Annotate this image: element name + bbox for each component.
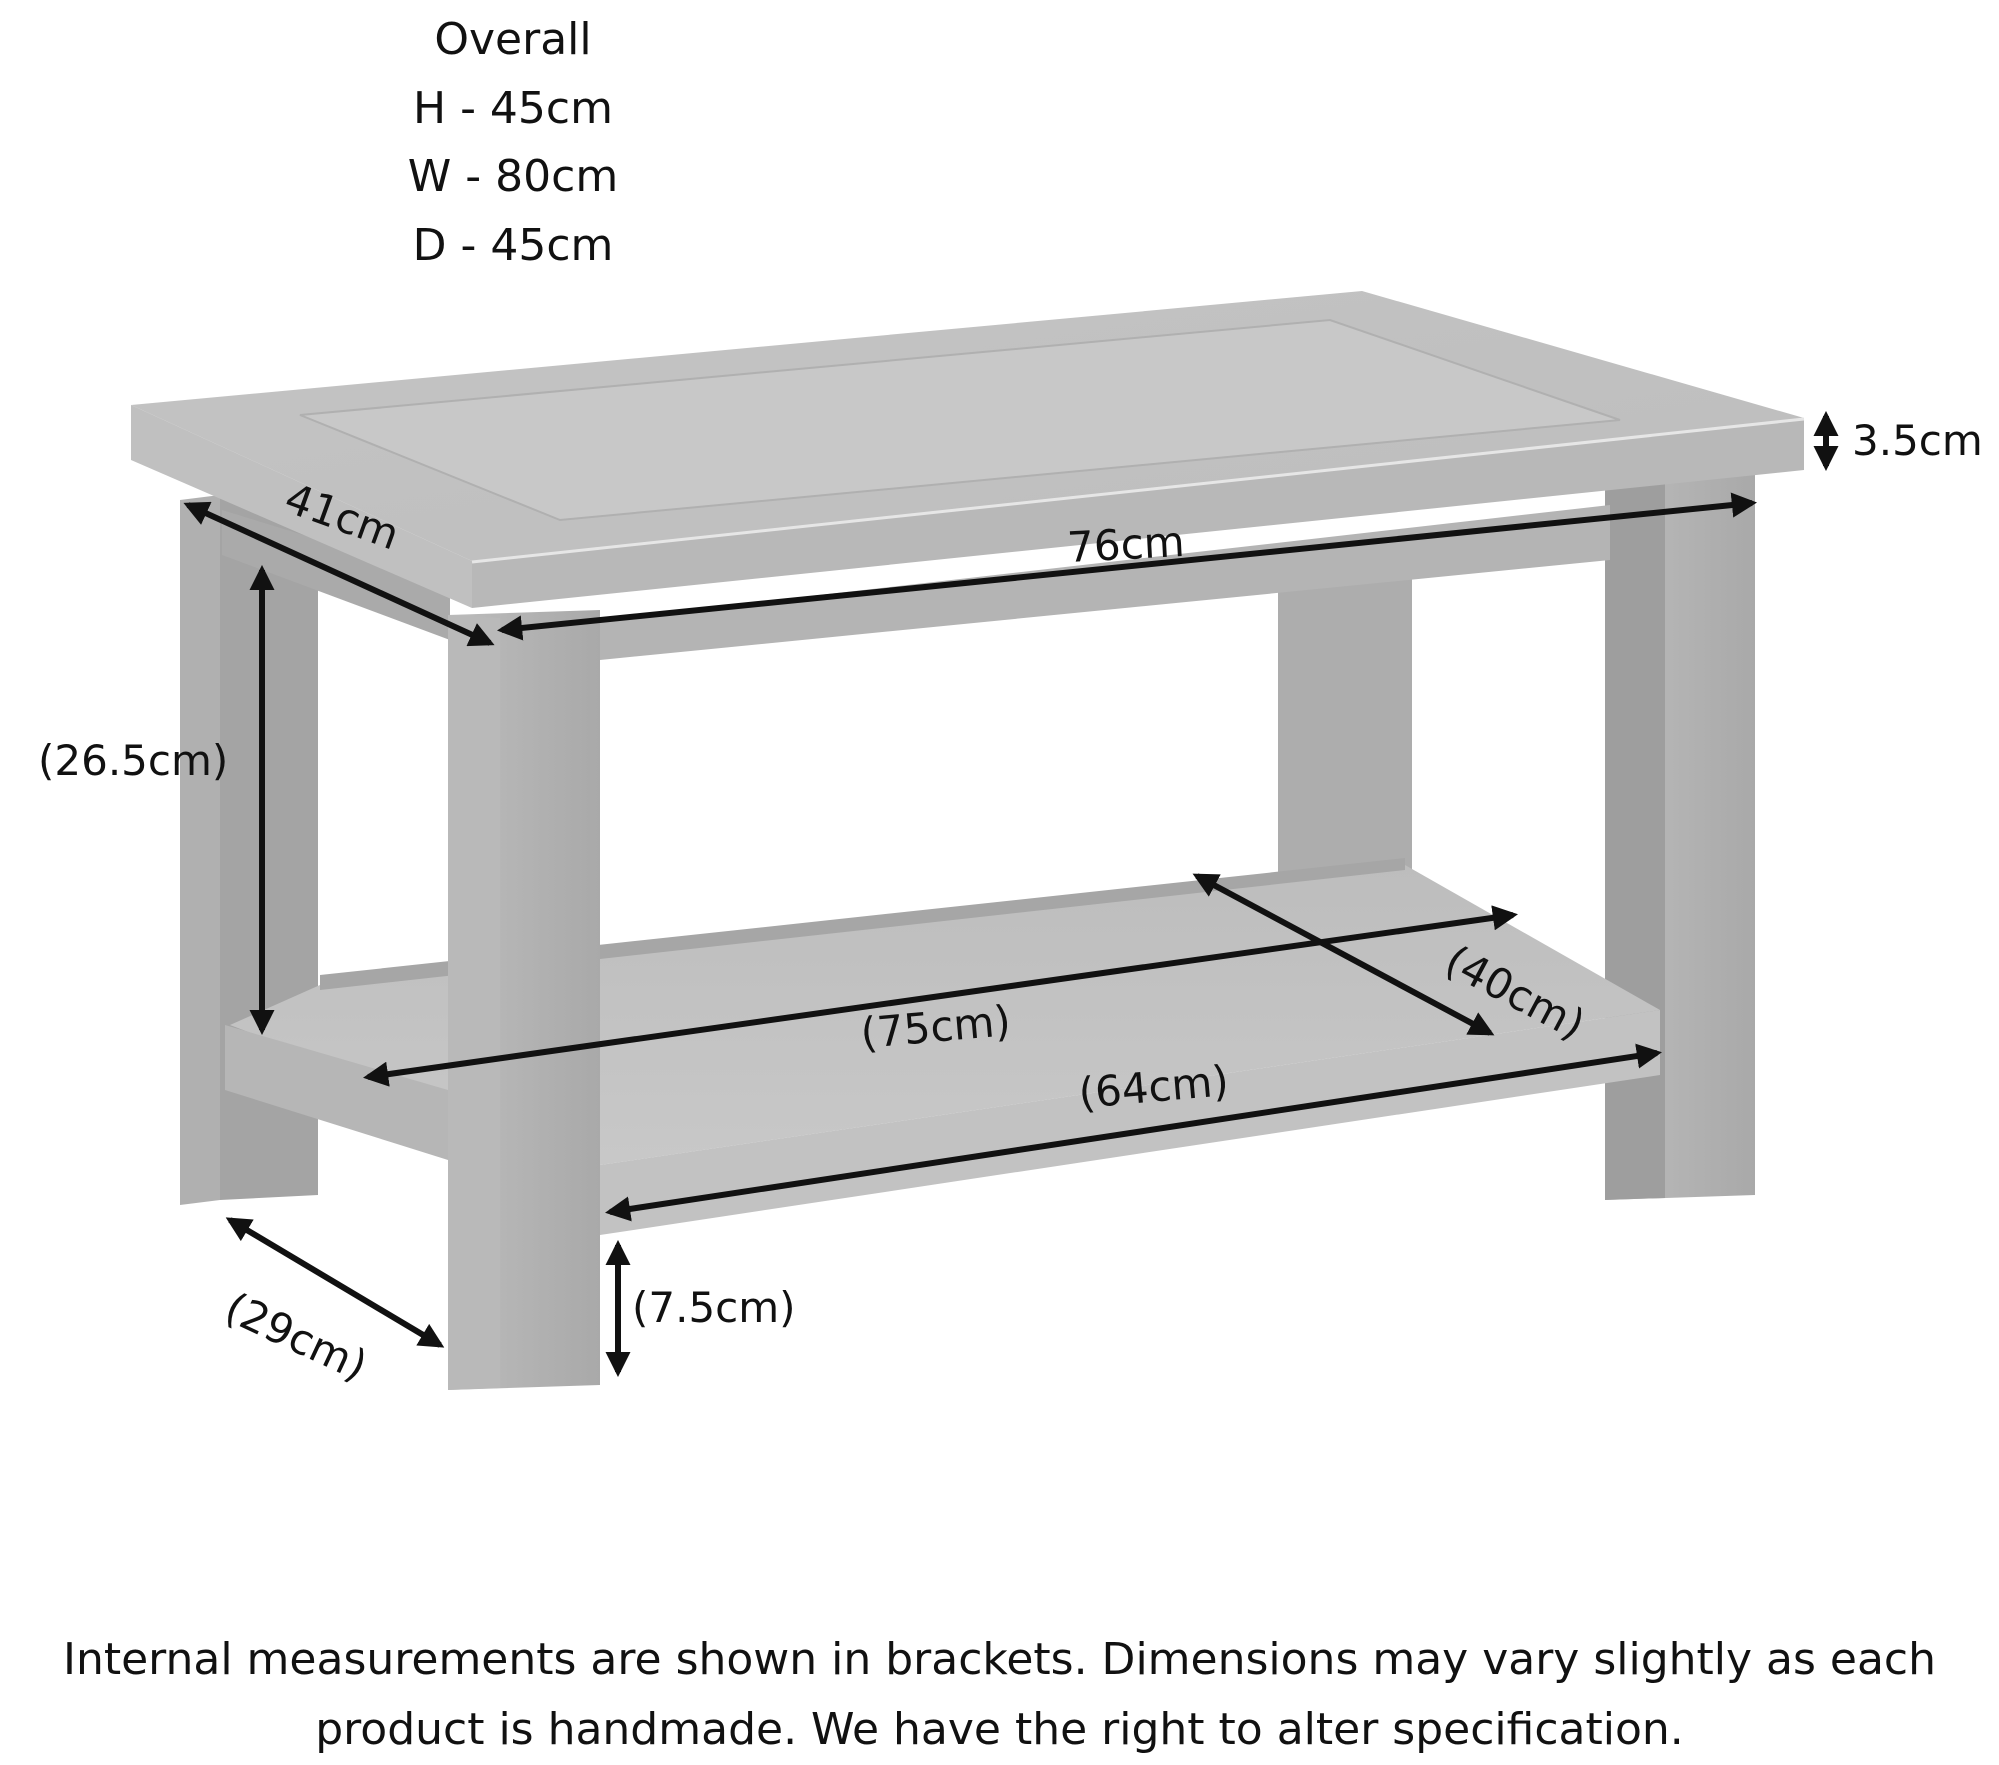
front-left-leg-face — [448, 615, 500, 1390]
arrow-top-depth — [183, 501, 495, 647]
overall-dimensions: Overall H - 45cm W - 80cm D - 45cm — [363, 6, 663, 280]
front-left-leg-group — [448, 610, 600, 1390]
table-top-panel — [299, 318, 1621, 522]
dimension-arrows — [183, 410, 1839, 1378]
back-right-leg — [1278, 560, 1412, 878]
label-top-thickness: 3.5cm — [1852, 416, 1983, 465]
overall-width: W - 80cm — [407, 151, 619, 202]
front-right-leg-side — [1605, 480, 1665, 1200]
arrow-top-width — [496, 492, 1758, 641]
arrow-leg-depth-gap — [225, 1217, 445, 1348]
label-top-width: 76cm — [1066, 517, 1186, 572]
label-inner-height: (26.5cm) — [38, 736, 228, 785]
shelf-side-edge — [225, 1025, 448, 1160]
footer-note: Internal measurements are shown in brack… — [0, 1625, 1999, 1765]
label-leg-depth-gap: (29cm) — [218, 1283, 375, 1391]
overall-heading: Overall — [434, 14, 592, 65]
arrow-shelf-front-width — [605, 1043, 1662, 1222]
footer-line-2: product is handmade. We have the right t… — [315, 1704, 1684, 1755]
overall-height: H - 45cm — [413, 82, 613, 134]
arrow-shelf-width — [363, 905, 1518, 1087]
footer-line-1: Internal measurements are shown in brack… — [62, 1634, 1936, 1685]
overall-depth: D - 45cm — [412, 219, 614, 271]
back-left-leg — [180, 495, 220, 1205]
label-shelf-clearance: (7.5cm) — [632, 1283, 796, 1332]
